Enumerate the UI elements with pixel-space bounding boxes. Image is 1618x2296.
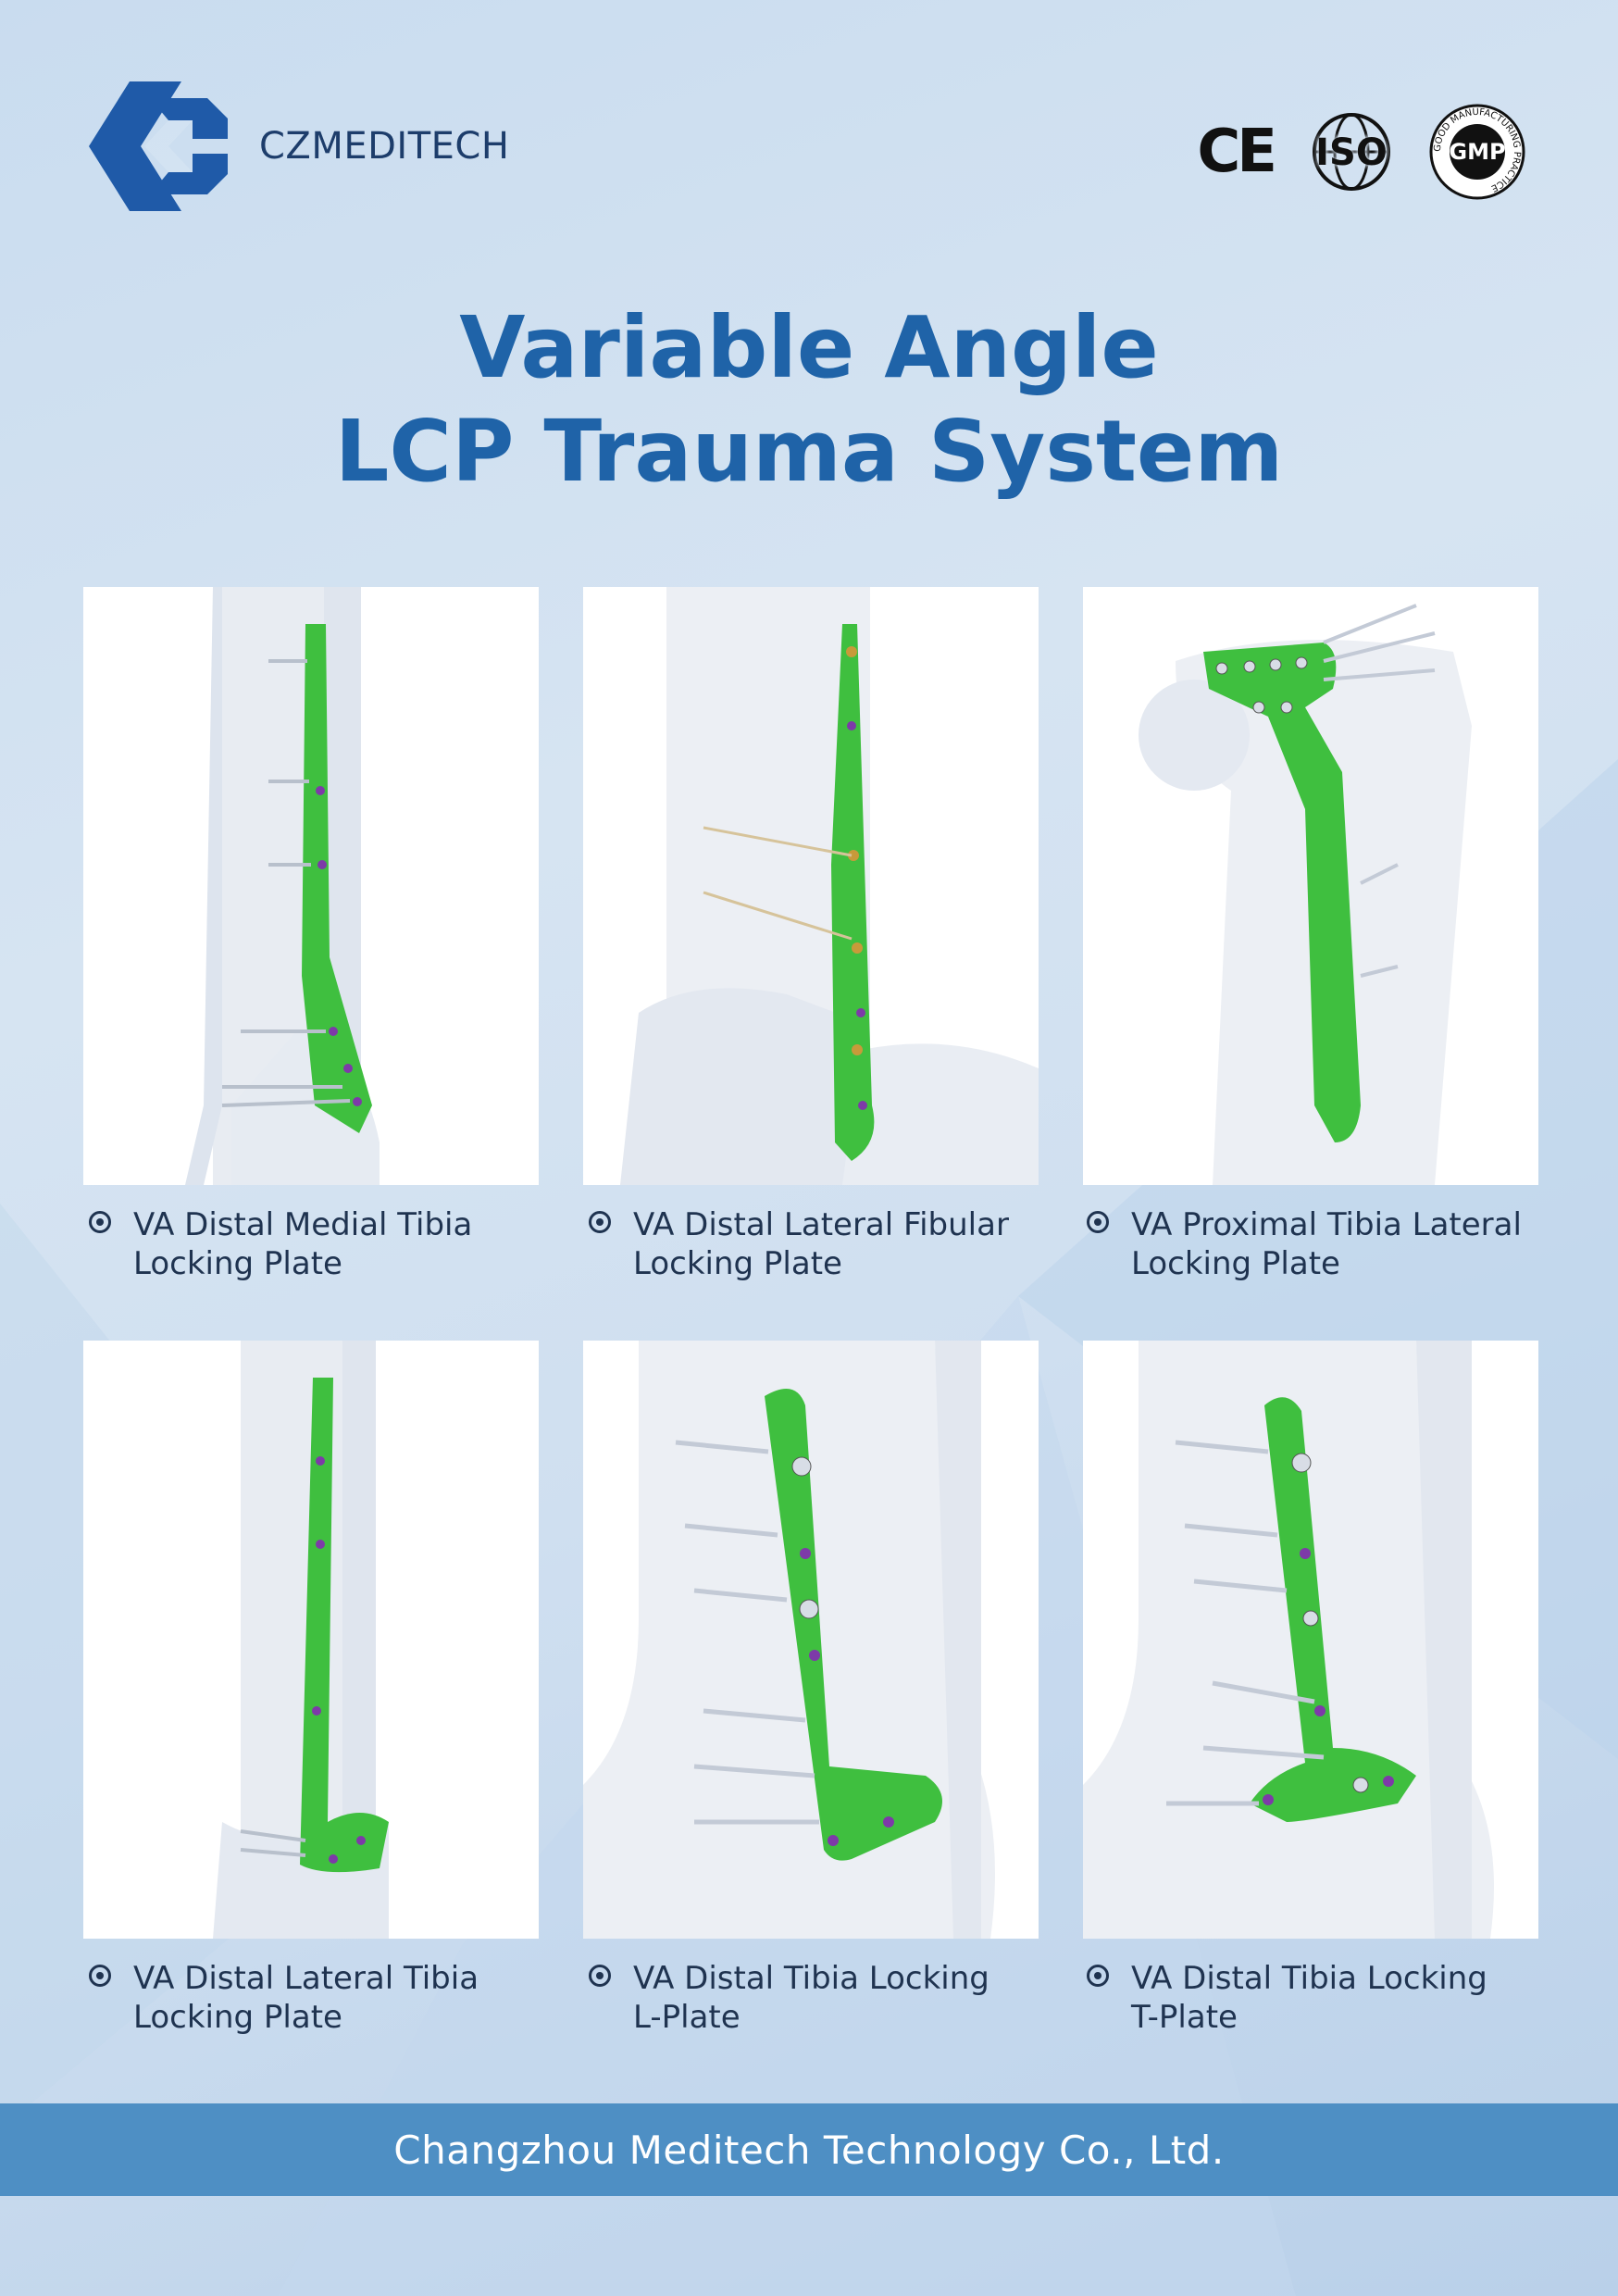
caption-line-1: VA Distal Medial Tibia [133, 1206, 473, 1243]
page-title: Variable Angle LCP Trauma System [0, 296, 1618, 504]
iso-mark-icon: ISO [1307, 107, 1396, 196]
caption-line-1: VA Distal Lateral Fibular [633, 1206, 1009, 1243]
caption-line-2: Locking Plate [633, 1245, 842, 1282]
product-image-3 [1083, 587, 1538, 1185]
product-caption-6: VA Distal Tibia Locking T-Plate [1087, 1959, 1568, 2037]
product-image-6 [1083, 1341, 1538, 1939]
caption-line-2: L-Plate [633, 1999, 741, 2036]
caption-line-2: T-Plate [1131, 1999, 1238, 2036]
bullet-icon [89, 1211, 111, 1233]
brand-header: CZMEDITECH [89, 81, 509, 211]
certifications: CE ISO GOOD MANUFACTURING PRACTICE GMP [1197, 104, 1525, 200]
bullet-icon [589, 1211, 611, 1233]
caption-line-2: Locking Plate [133, 1999, 342, 2036]
gmp-seal-icon: GOOD MANUFACTURING PRACTICE GMP [1429, 104, 1525, 200]
caption-line-1: VA Proximal Tibia Lateral [1131, 1206, 1522, 1243]
caption-line-1: VA Distal Lateral Tibia [133, 1960, 479, 1997]
bullet-icon [1087, 1965, 1109, 1987]
bullet-icon [1087, 1211, 1109, 1233]
caption-line-2: Locking Plate [133, 1245, 342, 1282]
bullet-icon [89, 1965, 111, 1987]
product-caption-4: VA Distal Lateral Tibia Locking Plate [89, 1959, 570, 2037]
product-image-4 [83, 1341, 539, 1939]
title-line-1: Variable Angle [459, 298, 1159, 397]
ce-mark-icon: CE [1197, 118, 1277, 186]
product-caption-3: VA Proximal Tibia Lateral Locking Plate [1087, 1205, 1568, 1283]
company-name: Changzhou Meditech Technology Co., Ltd. [393, 2127, 1225, 2173]
product-caption-1: VA Distal Medial Tibia Locking Plate [89, 1205, 570, 1283]
brand-name: CZMEDITECH [259, 125, 510, 168]
product-image-1 [83, 587, 539, 1185]
cz-logo-icon [89, 81, 228, 211]
bullet-icon [589, 1965, 611, 1987]
iso-label: ISO [1315, 131, 1388, 174]
caption-line-1: VA Distal Tibia Locking [1131, 1960, 1487, 1997]
caption-line-2: Locking Plate [1131, 1245, 1340, 1282]
caption-line-1: VA Distal Tibia Locking [633, 1960, 989, 1997]
product-image-2 [583, 587, 1039, 1185]
product-image-5 [583, 1341, 1039, 1939]
gmp-label: GMP [1449, 139, 1506, 165]
product-caption-2: VA Distal Lateral Fibular Locking Plate [589, 1205, 1070, 1283]
product-caption-5: VA Distal Tibia Locking L-Plate [589, 1959, 1070, 2037]
footer-bar: Changzhou Meditech Technology Co., Ltd. [0, 2103, 1618, 2196]
title-line-2: LCP Trauma System [334, 402, 1284, 501]
